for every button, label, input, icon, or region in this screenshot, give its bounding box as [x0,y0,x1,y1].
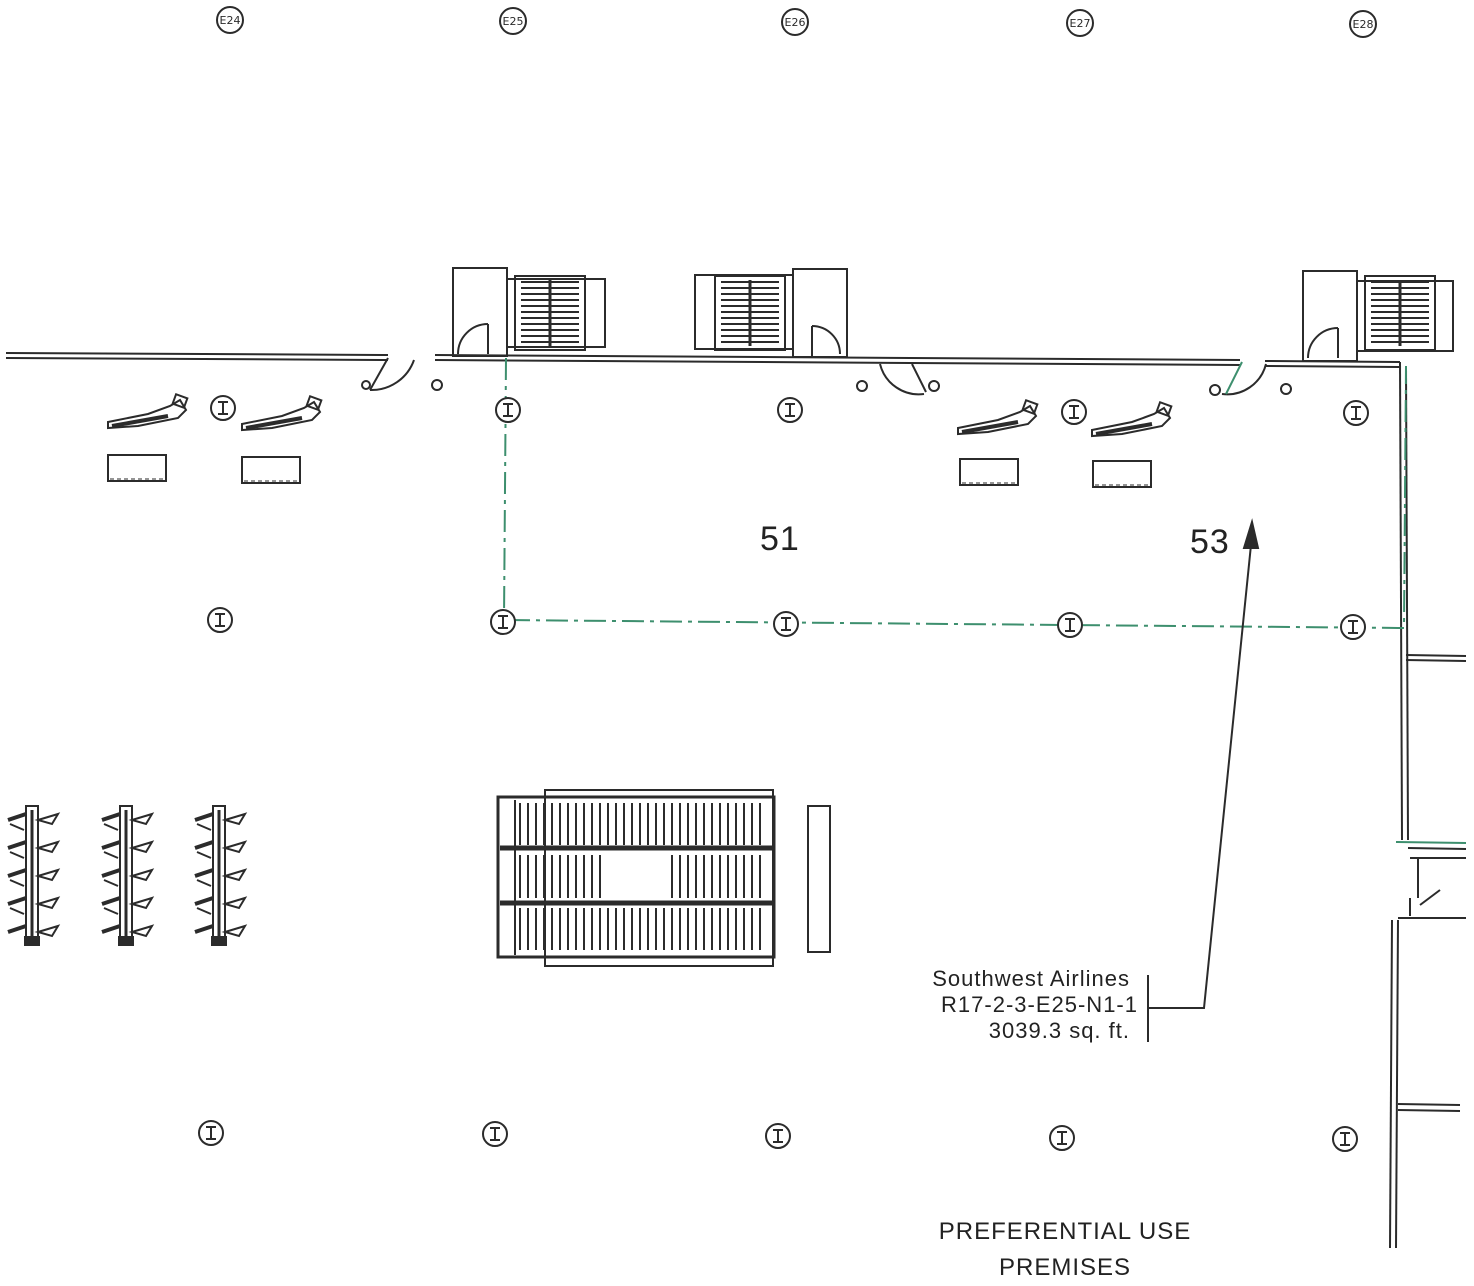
grid-label-e28: E28 [1353,18,1374,31]
callout-area: 3039.3 sq. ft. [988,1018,1130,1043]
gate-label-51: 51 [760,520,800,558]
grid-bubble-e24: E24 [216,6,244,34]
grid-bubble-e25: E25 [499,7,527,35]
stair-core-1 [452,267,606,357]
stair-core-2 [694,268,848,358]
building-columns [198,395,1369,1152]
door-swings [361,357,1292,396]
grid-label-e26: E26 [785,16,806,29]
callout-space-id: R17-2-3-E25-N1-1 [941,992,1138,1017]
grid-bubble-e26: E26 [781,8,809,36]
gate-label-53: 53 [1190,523,1230,561]
grid-label-e25: E25 [503,15,524,28]
grid-label-e27: E27 [1070,17,1091,30]
exterior-wall [5,352,1467,1249]
escalator-bank [496,789,831,967]
gate-seating-rows [6,804,247,948]
premises-boundary [502,357,1407,630]
premises-callout: Southwest Airlines R17-2-3-E25-N1-1 3039… [860,966,1137,1044]
grid-bubble-e28: E28 [1349,10,1377,38]
callout-tenant: Southwest Airlines [932,966,1130,991]
legend-preferential-use: PREFERENTIAL USE PREMISES [930,1214,1200,1286]
callout-leader [1147,518,1260,1042]
grid-label-e24: E24 [220,14,241,27]
lounge-seating [106,392,1174,488]
stair-core-3 [1302,270,1454,362]
legend-line-1: PREFERENTIAL USE [938,1218,1192,1245]
grid-bubble-e27: E27 [1066,9,1094,37]
legend-line-2: PREMISES [998,1254,1132,1281]
